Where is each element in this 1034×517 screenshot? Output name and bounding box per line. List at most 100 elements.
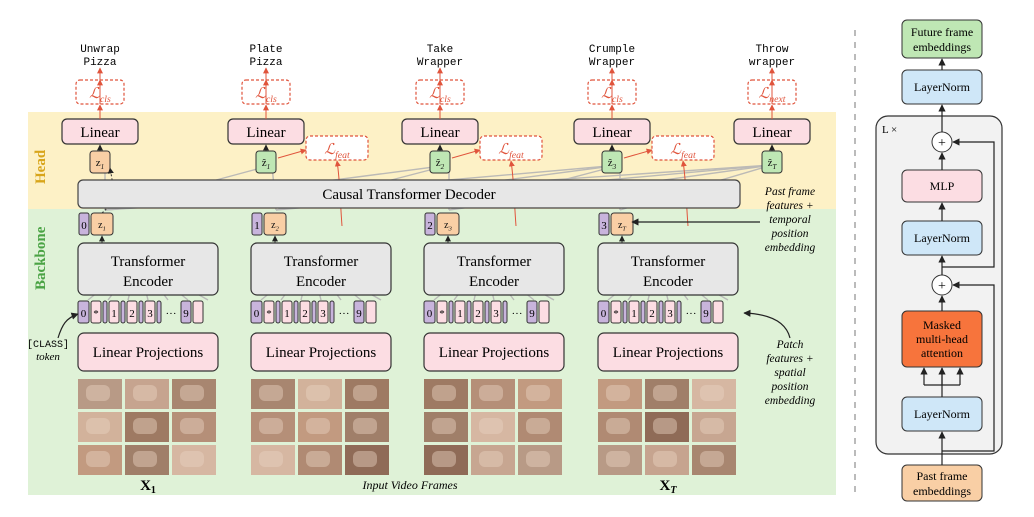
action-label-line2: Pizza <box>83 57 116 69</box>
action-label-line1: Throw <box>755 44 788 56</box>
patch-note-line: embedding <box>765 395 816 407</box>
decoder-block-panel: L × Future frame embeddings LayerNorm + … <box>875 19 1003 502</box>
patch-token-label: 2 <box>302 308 308 320</box>
frame-patch <box>298 445 342 475</box>
linear-head-label: Linear <box>752 125 791 141</box>
feature-loss-box <box>479 135 543 161</box>
patch-token <box>448 300 454 324</box>
patch-token <box>676 300 682 324</box>
patch-token <box>622 300 628 324</box>
frame-patch <box>78 379 122 409</box>
patch-token <box>138 300 144 324</box>
patch-token <box>108 300 120 324</box>
linear-projections-label: Linear Projections <box>266 345 377 361</box>
patch-note-line: spatial <box>774 367 805 379</box>
past-frame-line1: Past frame <box>917 469 968 483</box>
layernorm-bottom-label: LayerNorm <box>914 407 971 421</box>
patch-token-label: 3 <box>493 308 499 320</box>
patch-token <box>90 300 102 324</box>
feature-loss-arrow-in <box>277 148 307 159</box>
patch-token-label: 3 <box>147 308 153 320</box>
encoder-label-line1: Transformer <box>457 254 531 270</box>
action-label-line2: wrapper <box>749 57 795 69</box>
patch-token-label: ··· <box>512 308 523 320</box>
past-frame-note-line: embedding <box>765 242 816 254</box>
frame-feature-token <box>263 212 287 236</box>
patch-token <box>102 300 108 324</box>
frame-patch <box>345 445 389 475</box>
transformer-encoder-box <box>250 242 392 296</box>
patch-token <box>311 300 317 324</box>
patch-token-label: * <box>93 308 99 320</box>
class-token-label: [CLASS] <box>27 339 69 351</box>
attention-line1: Masked <box>923 318 961 332</box>
frame-patch <box>251 412 295 442</box>
frame-patch <box>645 412 689 442</box>
temporal-position-token <box>251 212 263 236</box>
patch-token <box>299 300 311 324</box>
past-frame-note-line: temporal <box>769 214 811 226</box>
input-frames-label: Input Video Frames <box>361 478 457 492</box>
patch-token <box>526 300 538 324</box>
past-frame-line2: embeddings <box>913 484 971 498</box>
frame-patch <box>251 379 295 409</box>
layernorm-top-label: LayerNorm <box>914 80 971 94</box>
patch-token-label: 9 <box>529 308 535 320</box>
frame-feature-label: z3 <box>444 220 452 233</box>
causal-decoder-box <box>77 179 741 209</box>
transformer-encoder-box <box>597 242 739 296</box>
frame-patch <box>345 412 389 442</box>
classification-loss-label: ℒcls <box>601 86 623 105</box>
frame-patch <box>424 379 468 409</box>
patch-token <box>365 300 377 324</box>
frame-patch <box>172 445 216 475</box>
frame-patch <box>645 445 689 475</box>
frame-patch <box>78 412 122 442</box>
patch-note-line: features + <box>766 353 813 365</box>
patch-token-label: ··· <box>166 308 177 320</box>
patch-token <box>484 300 490 324</box>
frame-patch <box>598 379 642 409</box>
frame-feature-label: z1 <box>98 220 106 233</box>
patch-token <box>293 300 299 324</box>
patch-token <box>597 300 610 324</box>
patch-token-label: * <box>613 308 619 320</box>
frame-patch <box>424 445 468 475</box>
temporal-position-label: 2 <box>427 220 433 232</box>
frame-patch <box>125 379 169 409</box>
patch-token-label: ··· <box>339 308 350 320</box>
feature-loss-label: ℒfeat <box>498 142 524 161</box>
linear-projections-box <box>423 332 565 372</box>
prediction-token-label: ẑT <box>768 157 778 171</box>
frame-feature-token <box>436 212 460 236</box>
repeat-label: L × <box>882 124 897 136</box>
patch-token <box>317 300 329 324</box>
patch-token <box>646 300 658 324</box>
temporal-position-token <box>424 212 436 236</box>
frame-patch <box>78 445 122 475</box>
patch-token <box>192 300 204 324</box>
head-label: Head <box>33 149 49 184</box>
patch-token <box>120 300 126 324</box>
encoder-label-line2: Encoder <box>296 274 346 290</box>
patch-token-label: 0 <box>601 308 607 320</box>
linear-head-label: Linear <box>246 125 285 141</box>
patch-note-line: position <box>770 381 808 393</box>
patch-token-label: 1 <box>631 308 637 320</box>
patch-token-label: ··· <box>686 308 697 320</box>
input-frame-patches <box>251 379 389 475</box>
patch-token-label: 2 <box>129 308 135 320</box>
frame-patch <box>471 412 515 442</box>
class-token-arrow <box>57 312 79 339</box>
patch-token <box>250 300 263 324</box>
linear-projections-label: Linear Projections <box>613 345 724 361</box>
frame-patch <box>598 412 642 442</box>
add-mid-label: + <box>938 279 946 294</box>
action-label-line1: Unwrap <box>80 44 120 56</box>
encoder-label-line2: Encoder <box>643 274 693 290</box>
action-label-line2: Wrapper <box>589 57 635 69</box>
past-frame-note-line: features + <box>766 200 813 212</box>
xt-label: XT <box>660 478 678 496</box>
